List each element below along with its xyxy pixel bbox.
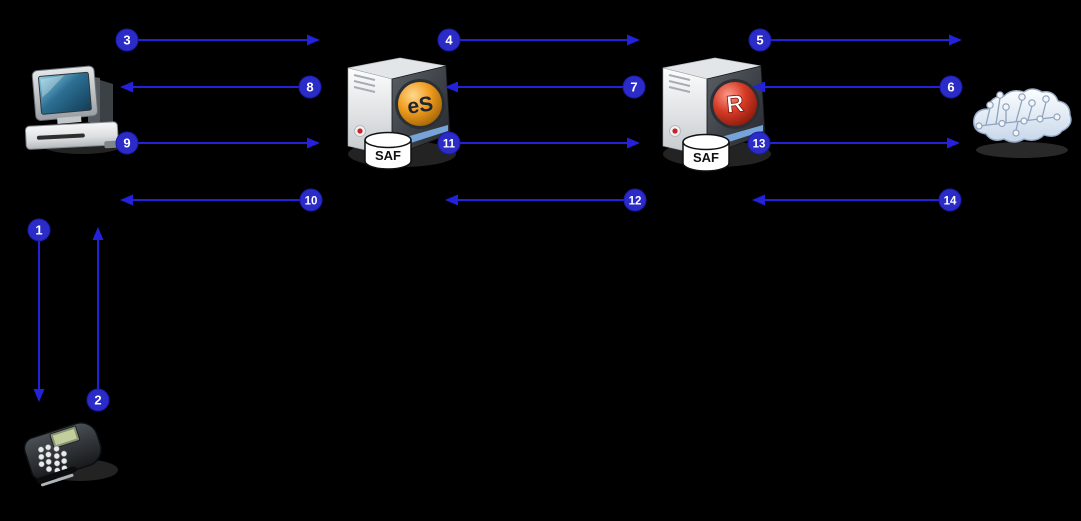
flow-arrow-2: 2 [86,227,110,412]
step-number-badge [748,28,772,52]
flow-arrow-1: 1 [27,218,51,402]
network-cloud-illustration [973,88,1072,158]
cloud-shadow [976,142,1068,158]
pos-screen-glare [40,75,65,98]
arrowhead-icon [627,34,640,46]
es-server-power-led [357,128,363,134]
step-number-badge [298,75,322,99]
arrowhead-icon [752,81,765,93]
pos-monitor-screen [38,71,92,115]
pin-pad-card-slot [36,466,77,484]
arrowhead-icon [307,34,320,46]
cloud-network-nodes [975,91,1061,137]
flow-arrow-4: 4 [437,28,640,52]
flow-arrow-12: 12 [445,188,647,212]
step-number-badge [623,188,647,212]
step-number-badge [939,75,963,99]
pos-register-illustration [24,65,124,154]
step-number-label: 13 [753,139,766,151]
flow-arrow-5: 5 [748,28,962,52]
arrowhead-icon [120,81,133,93]
arrowhead-icon [120,194,133,206]
pos-case-slot [36,133,85,140]
step-number-label: 11 [443,139,456,151]
step-number-badge [938,188,962,212]
pos-back-tower-2 [100,80,113,126]
step-number-label: 2 [94,393,101,408]
r-saf-datastore: SAF [682,133,730,172]
step-number-label: 3 [123,33,130,48]
flow-arrow-13: 13 [747,131,960,155]
flow-arrow-9: 9 [115,131,320,155]
arrowhead-icon [33,389,45,402]
es-server-illustration: eS SAF [347,57,456,170]
step-number-label: 10 [305,196,318,208]
step-number-badge [115,28,139,52]
arrowhead-icon [627,137,640,149]
r-server-illustration: R SAF [662,57,771,172]
r-saf-label: SAF [693,150,719,165]
r-badge-label: R [725,90,745,119]
pin-pad-illustration [23,422,118,487]
step-number-label: 8 [306,80,313,95]
step-number-label: 4 [445,33,453,48]
step-number-badge [437,131,461,155]
arrowhead-icon [445,194,458,206]
arrowhead-icon [307,137,320,149]
step-number-label: 9 [123,136,130,151]
arrowhead-icon [752,194,765,206]
flow-arrow-11: 11 [437,131,640,155]
step-number-label: 1 [35,223,42,238]
flow-arrow-7: 7 [445,75,646,99]
cloud-network-lines [978,97,1058,131]
es-badge-label: eS [406,92,435,118]
pos-monitor-neck [57,115,82,125]
arrowhead-icon [949,34,962,46]
es-badge-sphere [398,82,442,126]
step-number-label: 7 [630,80,637,95]
es-saf-label: SAF [375,148,401,163]
step-number-badge [27,218,51,242]
pos-case-foot [104,140,118,149]
pin-pad-keys [37,444,68,474]
step-number-badge [115,131,139,155]
es-server-vents [353,74,376,93]
step-number-label: 5 [756,33,763,48]
step-number-label: 6 [947,80,954,95]
r-badge-sphere [713,82,757,126]
flow-arrow-10: 10 [120,188,323,212]
pin-pad-slot-stripe [41,473,74,487]
r-server-power-led [672,128,678,134]
es-saf-datastore: SAF [364,131,412,170]
step-number-badge [747,131,771,155]
flow-arrow-14: 14 [752,188,962,212]
step-number-badge [622,75,646,99]
pin-pad-screen-inner [52,428,77,446]
arrowhead-icon [445,81,458,93]
step-number-badge [299,188,323,212]
r-server-vents [668,74,691,93]
flow-arrow-8: 8 [120,75,322,99]
step-number-label: 14 [944,196,957,208]
flow-arrow-6: 6 [752,75,963,99]
arrowhead-icon [92,227,104,240]
step-number-badge [86,388,110,412]
flow-arrow-3: 3 [115,28,320,52]
step-number-badge [437,28,461,52]
arrowhead-icon [947,137,960,149]
step-number-label: 12 [629,196,642,208]
